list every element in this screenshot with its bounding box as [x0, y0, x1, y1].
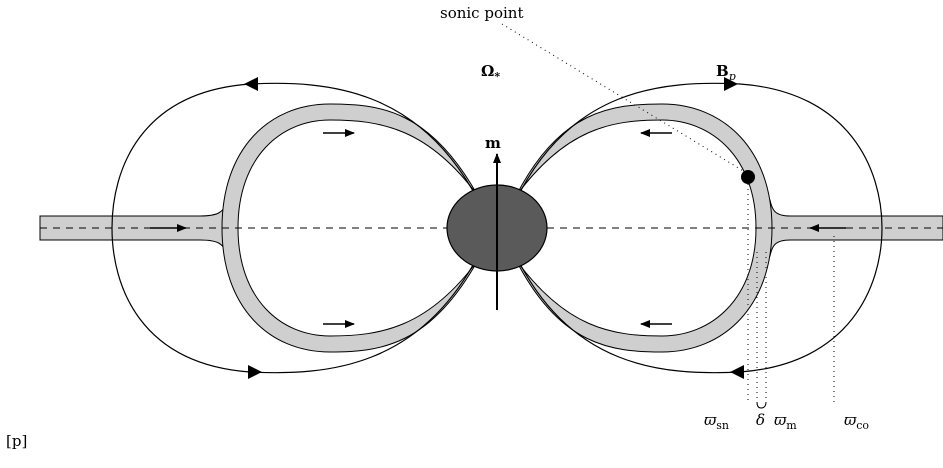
field-arrow-bottom-left — [248, 365, 262, 379]
field-line-left — [111, 82, 479, 374]
varpi-sn-label: ϖsn — [704, 411, 729, 432]
delta-brace — [756, 401, 767, 409]
moment-label: m — [485, 134, 501, 152]
sonic-point-marker — [741, 170, 755, 184]
sonic-point-leader — [501, 23, 746, 173]
varpi-co-label: ϖco — [844, 411, 869, 432]
delta-label: δ — [756, 411, 765, 429]
sonic-point-label: sonic point — [440, 4, 523, 22]
field-arrow-bottom-right — [730, 365, 744, 379]
field-arrow-top-left — [244, 77, 258, 91]
omega-star-label: Ω* — [481, 62, 500, 83]
field-line-right — [515, 82, 883, 374]
varpi-m-label: ϖm — [774, 411, 797, 432]
funnel-flow-right — [515, 103, 773, 353]
page-note: [p] — [6, 432, 28, 450]
bfield-label: Bp — [716, 62, 736, 83]
funnel-flow-left — [221, 103, 479, 353]
field-arrow-top-right — [724, 77, 738, 91]
